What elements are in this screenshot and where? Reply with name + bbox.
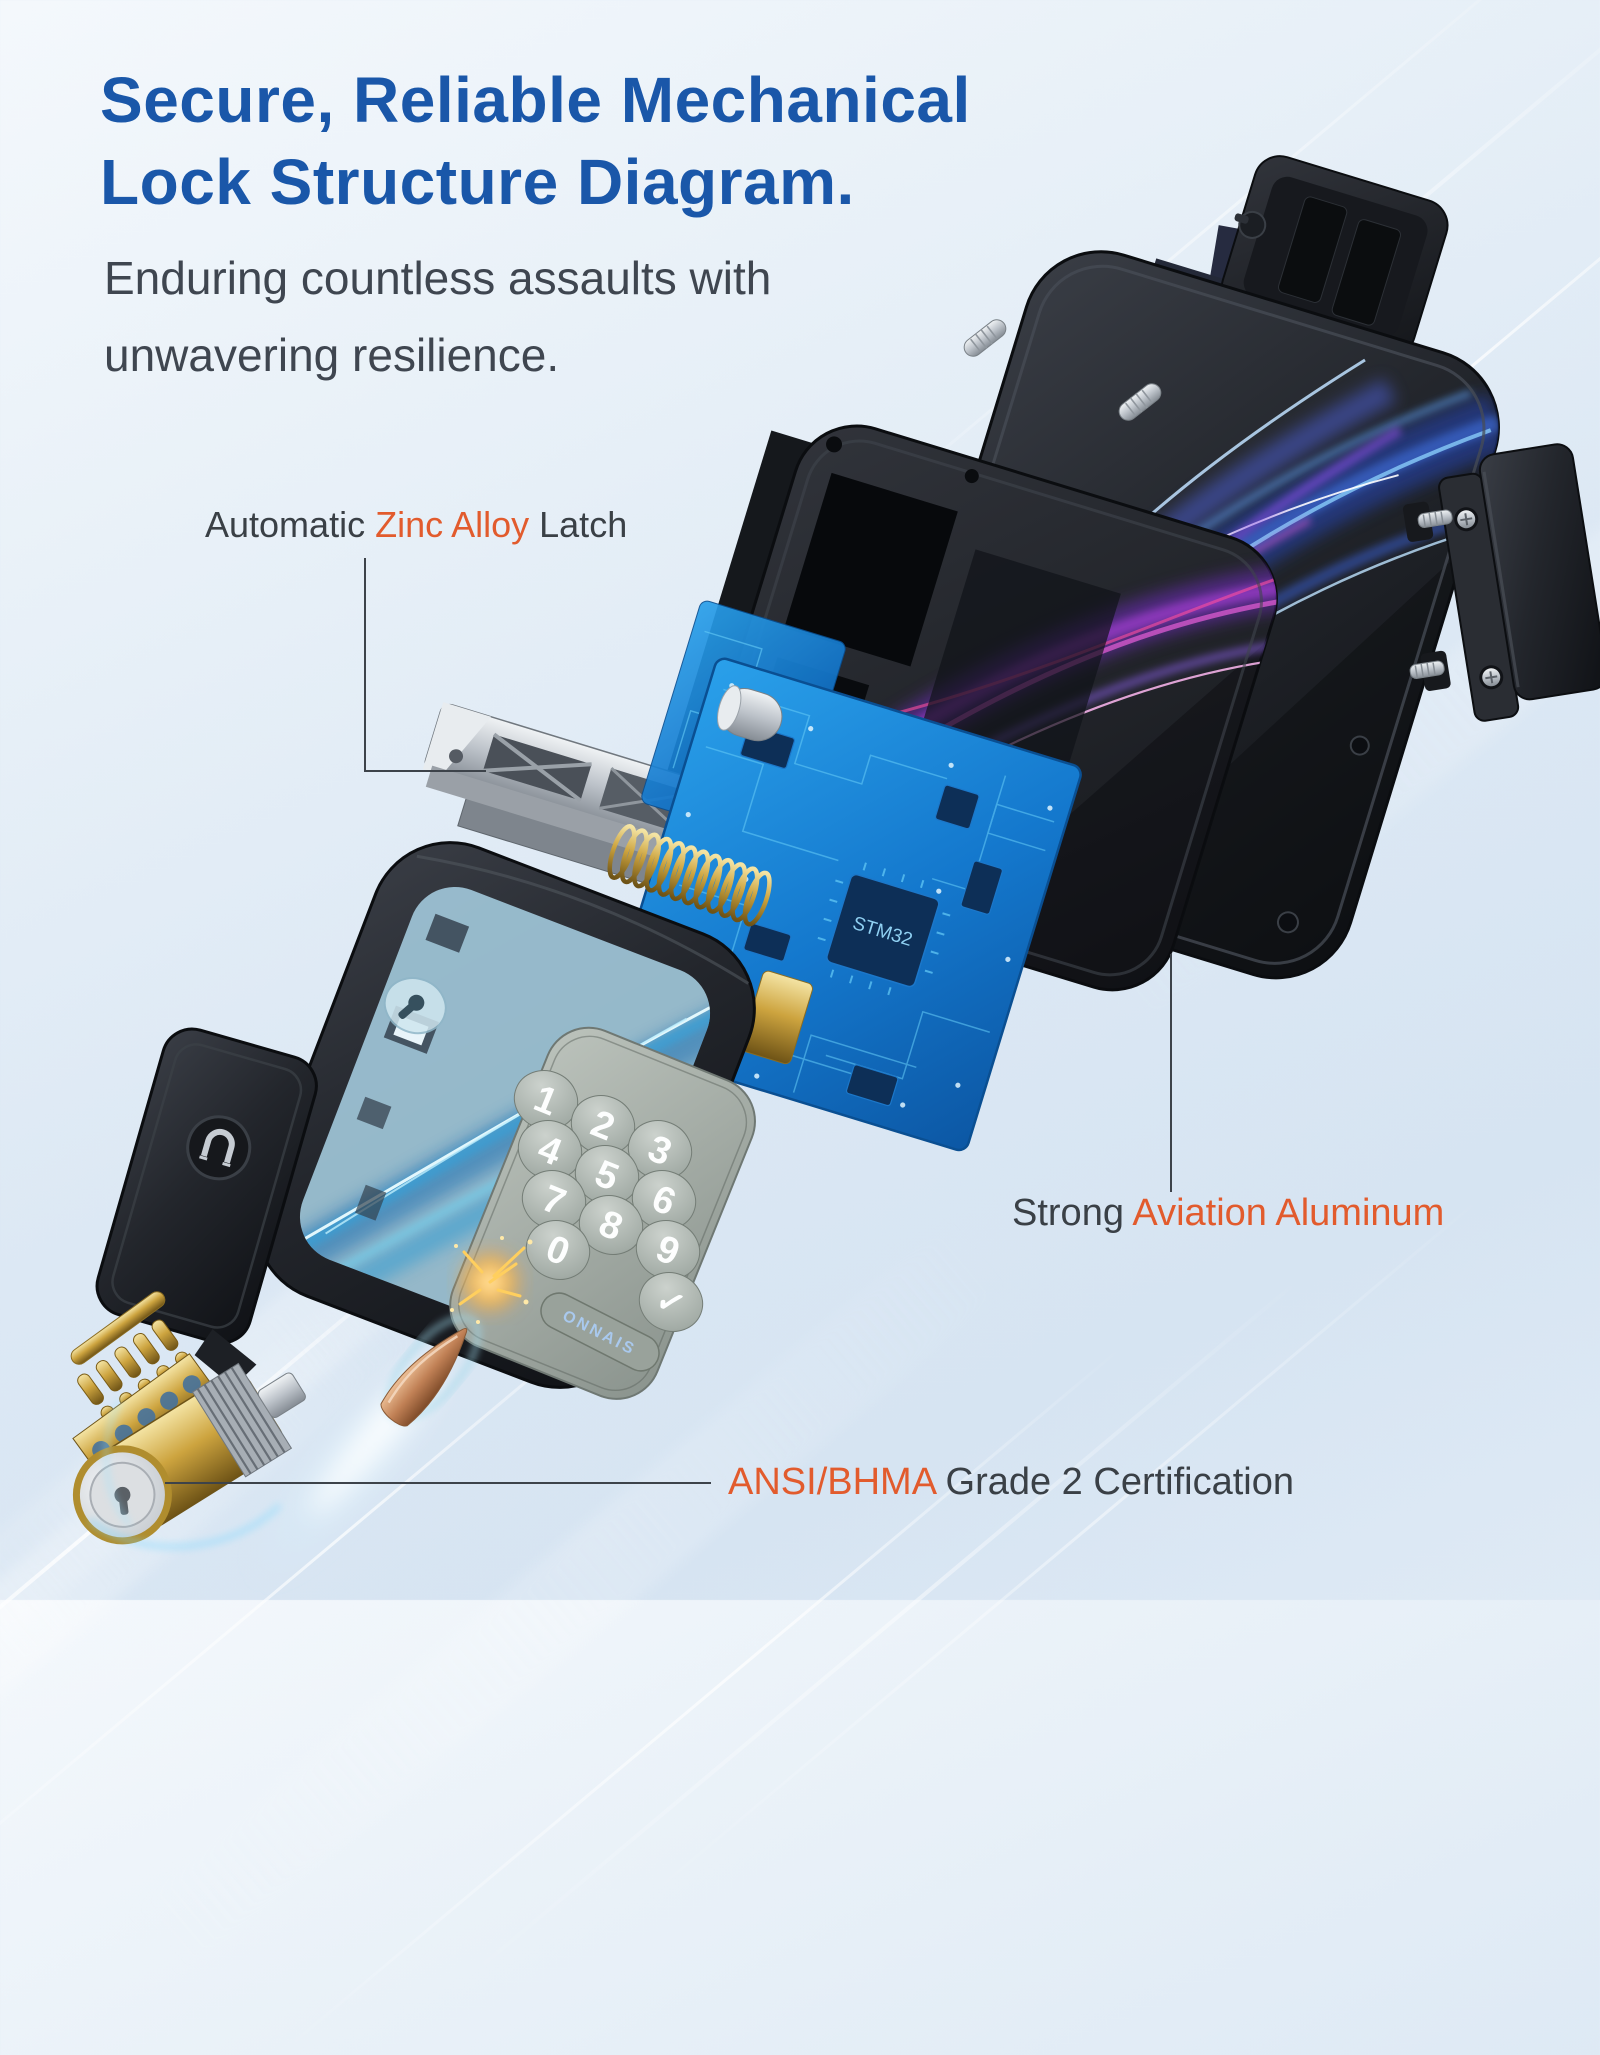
leader-line-latch-vertical [364, 558, 366, 772]
label-latch: Automatic Zinc Alloy Latch [205, 504, 627, 546]
page-subtitle: Enduring countless assaults with unwaver… [104, 240, 771, 395]
label-latch-highlight: Zinc Alloy [375, 504, 530, 545]
key-4: 4 [517, 1120, 583, 1180]
key-5: 5 [574, 1145, 640, 1205]
label-latch-suffix: Latch [529, 504, 628, 545]
key-2: 2 [570, 1095, 636, 1155]
leader-line-aluminum [1170, 954, 1172, 1192]
key-6: 6 [631, 1170, 697, 1230]
title-line-1: Secure, Reliable Mechanical [100, 64, 971, 136]
page-title: Secure, Reliable Mechanical Lock Structu… [100, 60, 971, 224]
latch-spring [607, 824, 772, 927]
label-cert-highlight: ANSI/BHMA [728, 1461, 935, 1503]
title-line-2: Lock Structure Diagram. [100, 145, 855, 218]
subtitle-line-1: Enduring countless assaults with [104, 252, 772, 304]
label-aluminum: Strong Aviation Aluminum [1012, 1192, 1444, 1235]
subtitle-line-2: unwavering resilience. [104, 329, 560, 382]
label-latch-prefix: Automatic [205, 504, 376, 545]
label-certification: ANSI/BHMA Grade 2 Certification [728, 1461, 1294, 1504]
label-aluminum-highlight: Aviation Aluminum [1132, 1192, 1445, 1234]
motor-cylinder [717, 685, 783, 742]
keyhole [383, 977, 447, 1035]
label-cert-suffix: Grade 2 Certification [934, 1461, 1295, 1503]
magnet-icon [200, 1128, 235, 1164]
leader-line-certification [165, 1482, 711, 1484]
leader-line-latch-horizontal [364, 770, 486, 772]
label-aluminum-prefix: Strong [1012, 1192, 1133, 1234]
mounting-pin [963, 319, 1007, 357]
key-3: 3 [627, 1120, 693, 1180]
